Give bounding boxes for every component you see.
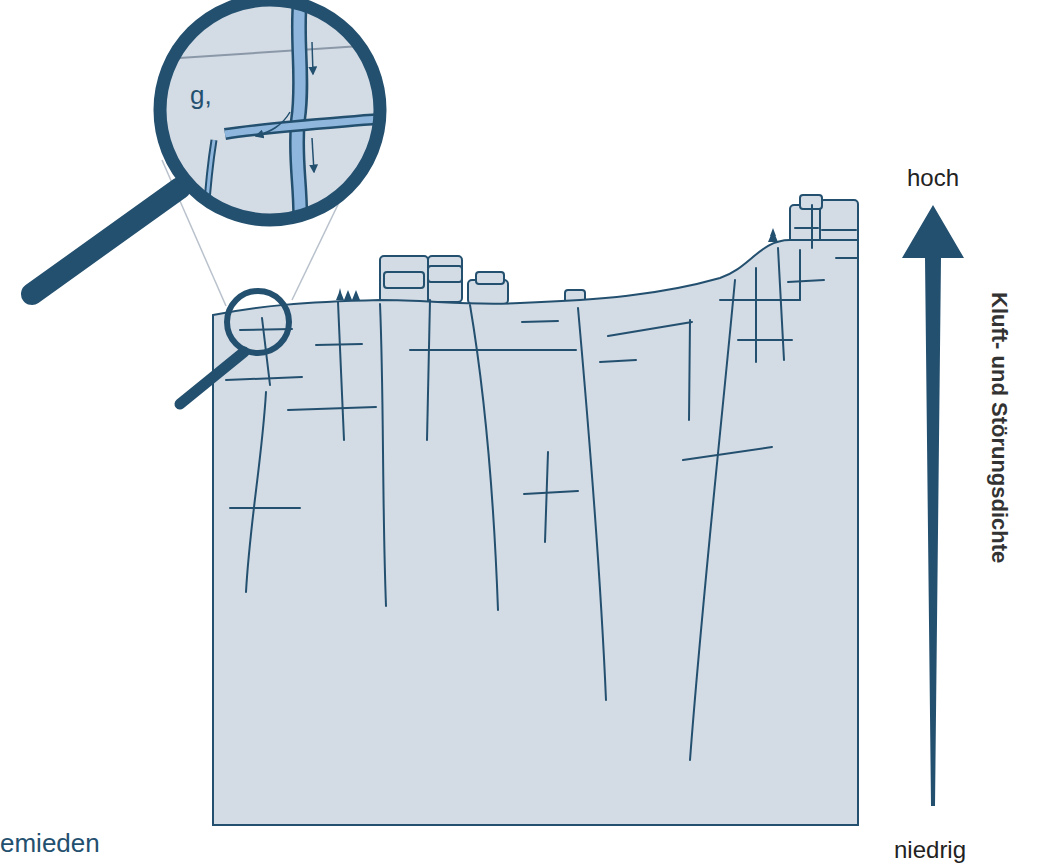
scale-end-label: niedrig bbox=[894, 838, 966, 862]
big-magnifier-part-part bbox=[225, 118, 390, 134]
rock-towers-part bbox=[428, 256, 462, 302]
fracture-lines-part bbox=[600, 360, 636, 362]
big-magnifier-part bbox=[160, 0, 380, 220]
axis-title: Kluft- und Störungsdichte bbox=[988, 292, 1010, 563]
fracture-lines-part bbox=[608, 322, 692, 336]
tree-icons bbox=[336, 228, 778, 300]
fracture-lines-part bbox=[788, 280, 824, 282]
fracture-lines-part bbox=[226, 377, 302, 380]
fracture-lines-part bbox=[427, 300, 430, 440]
tree-icons-part bbox=[344, 290, 352, 300]
fracture-lines-part bbox=[338, 302, 344, 440]
fracture-lines-part bbox=[316, 344, 362, 345]
fracture-lines-part bbox=[795, 227, 818, 229]
big-magnifier-part-part bbox=[312, 138, 314, 172]
big-magnifier-part-part bbox=[297, 0, 300, 230]
big-magnifier-part-part bbox=[312, 42, 313, 74]
rock-towers-part bbox=[380, 256, 428, 306]
big-magnifier-part bbox=[150, 0, 390, 230]
big-magnifier-part bbox=[160, 0, 380, 220]
big-magnifier-part-part bbox=[297, 0, 300, 230]
cut-off-text: g, bbox=[190, 82, 212, 108]
tree-icons-part bbox=[336, 288, 344, 300]
big-magnifier bbox=[32, 0, 390, 294]
fracture-lines-part bbox=[799, 250, 801, 300]
fracture-lines-part bbox=[288, 407, 376, 410]
tree-icons-part bbox=[352, 290, 360, 300]
big-magnifier-part-part bbox=[256, 112, 290, 136]
fracture-lines-part bbox=[240, 329, 292, 330]
fracture-lines-part bbox=[755, 268, 757, 362]
rock-towers-part bbox=[428, 266, 462, 282]
fracture-lines-part bbox=[380, 304, 386, 606]
fracture-lines-part bbox=[522, 321, 558, 322]
fracture-lines-part bbox=[230, 507, 300, 509]
fracture-lines-part bbox=[836, 257, 858, 259]
small-magnifier bbox=[180, 291, 289, 404]
rock-towers-part bbox=[476, 272, 504, 284]
big-magnifier-part-part bbox=[225, 118, 390, 134]
cut-off-text: emieden bbox=[0, 830, 100, 856]
fracture-lines-part bbox=[683, 447, 772, 460]
fracture-lines-part bbox=[524, 491, 578, 494]
fracture-lines-part bbox=[811, 205, 813, 248]
small-magnifier-part bbox=[227, 291, 289, 353]
small-magnifier-part bbox=[180, 352, 244, 404]
fracture-lines-part bbox=[410, 349, 576, 351]
rock-block bbox=[213, 240, 858, 825]
fracture-lines-part bbox=[246, 392, 266, 592]
fracture-lines-part bbox=[545, 452, 548, 542]
scale-end-label: hoch bbox=[907, 166, 959, 190]
density-arrow bbox=[902, 205, 964, 806]
rock-towers-part bbox=[384, 272, 424, 288]
fracture-lines-part bbox=[689, 320, 690, 420]
fracture-lines-part bbox=[720, 299, 800, 301]
fracture-lines-part bbox=[470, 305, 498, 610]
fracture-lines-part bbox=[578, 308, 606, 700]
tree-icons-part bbox=[768, 228, 778, 242]
fracture-lines-part bbox=[690, 280, 735, 760]
fracture-lines-part bbox=[822, 229, 856, 231]
fracture-lines-part bbox=[778, 248, 784, 360]
fracture-lines bbox=[226, 205, 858, 760]
big-magnifier-part bbox=[32, 188, 180, 294]
